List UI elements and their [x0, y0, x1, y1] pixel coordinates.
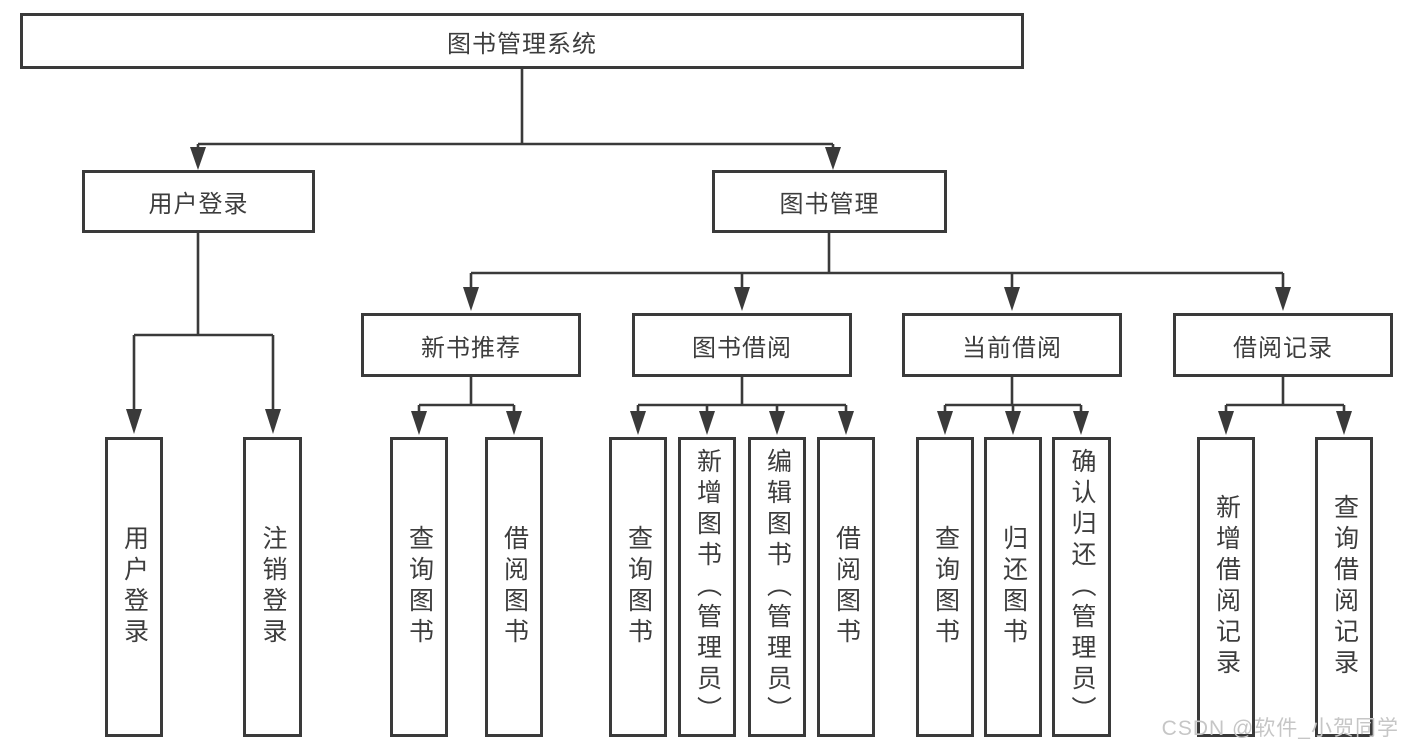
leaf-query-borrow-record: 查询借阅记录: [1315, 437, 1373, 737]
leaf-logout: 注销登录: [243, 437, 302, 737]
node-library-management-system: 图书管理系统: [20, 13, 1024, 69]
node-book-management: 图书管理: [712, 170, 947, 233]
node-current-borrowing: 当前借阅: [902, 313, 1122, 377]
csdn-watermark: CSDN @软件_小贺同学: [1161, 717, 1399, 740]
node-book-borrowing: 图书借阅: [632, 313, 852, 377]
leaf-edit-books-admin: 编辑图书（管理员）: [748, 437, 806, 737]
leaf-borrow-books: 借阅图书: [485, 437, 543, 737]
leaf-query-books: 查询图书: [609, 437, 667, 737]
leaf-confirm-return-admin: 确认归还（管理员）: [1052, 437, 1111, 737]
leaf-add-books-admin: 新增图书（管理员）: [678, 437, 736, 737]
node-borrowing-records: 借阅记录: [1173, 313, 1393, 377]
leaf-add-borrow-record: 新增借阅记录: [1197, 437, 1255, 737]
leaf-borrow-books: 借阅图书: [817, 437, 875, 737]
node-user-login: 用户登录: [82, 170, 315, 233]
leaf-query-books: 查询图书: [916, 437, 974, 737]
leaf-query-books: 查询图书: [390, 437, 448, 737]
leaf-return-books: 归还图书: [984, 437, 1042, 737]
node-new-book-recommendation: 新书推荐: [361, 313, 581, 377]
leaf-user-login: 用户登录: [105, 437, 163, 737]
